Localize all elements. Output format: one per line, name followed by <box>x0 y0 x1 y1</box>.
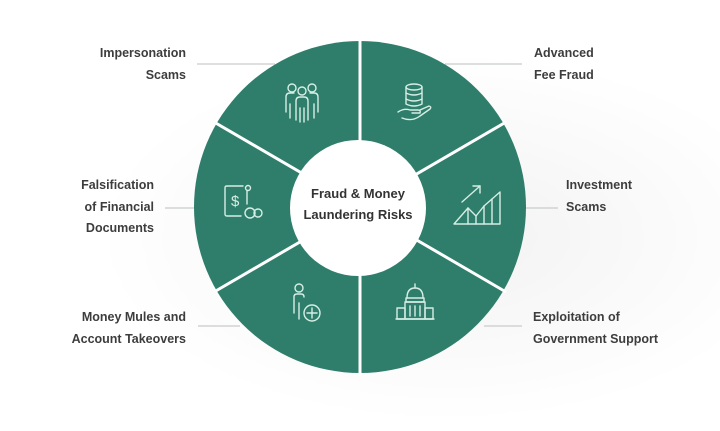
label-line: Fee Fraud <box>534 67 594 82</box>
people-group-icon <box>285 83 319 123</box>
label-line: Advanced <box>534 46 594 60</box>
capitol-building-icon <box>395 283 435 320</box>
growth-chart-icon <box>453 185 501 225</box>
label-line: of Financial <box>84 199 154 214</box>
label-line: Documents <box>85 221 154 235</box>
center-circle <box>290 140 426 276</box>
label-line: Falsification <box>81 178 154 192</box>
center-title: Fraud & Money Laundering Risks <box>290 183 426 225</box>
dollar-document-icon: $ <box>224 184 263 219</box>
label-impersonation-scams: Impersonation Scams <box>100 43 186 86</box>
label-line: Government Support <box>533 331 659 346</box>
label-falsification-documents: Falsification of Financial Documents <box>81 175 154 240</box>
label-investment-scams: Investment Scams <box>566 175 632 218</box>
label-money-mules: Money Mules and Account Takeovers <box>72 307 186 350</box>
label-line: Account Takeovers <box>71 331 186 346</box>
label-line: Money Mules and <box>81 310 186 324</box>
label-line: Exploitation of <box>533 310 620 324</box>
label-line: Impersonation <box>99 46 186 60</box>
label-line: Investment <box>566 178 632 192</box>
label-line: Scams <box>566 199 607 214</box>
label-government-support: Exploitation of Government Support <box>533 307 658 350</box>
connector-lines <box>165 63 558 327</box>
label-line: Scams <box>145 67 186 82</box>
center-title-line-1: Fraud & Money <box>311 186 405 201</box>
center-title-line-2: Laundering Risks <box>303 207 413 222</box>
label-advanced-fee-fraud: Advanced Fee Fraud <box>534 43 594 86</box>
person-add-icon <box>293 283 321 322</box>
svg-text:$: $ <box>231 193 240 210</box>
coins-in-hand-icon <box>397 83 432 121</box>
